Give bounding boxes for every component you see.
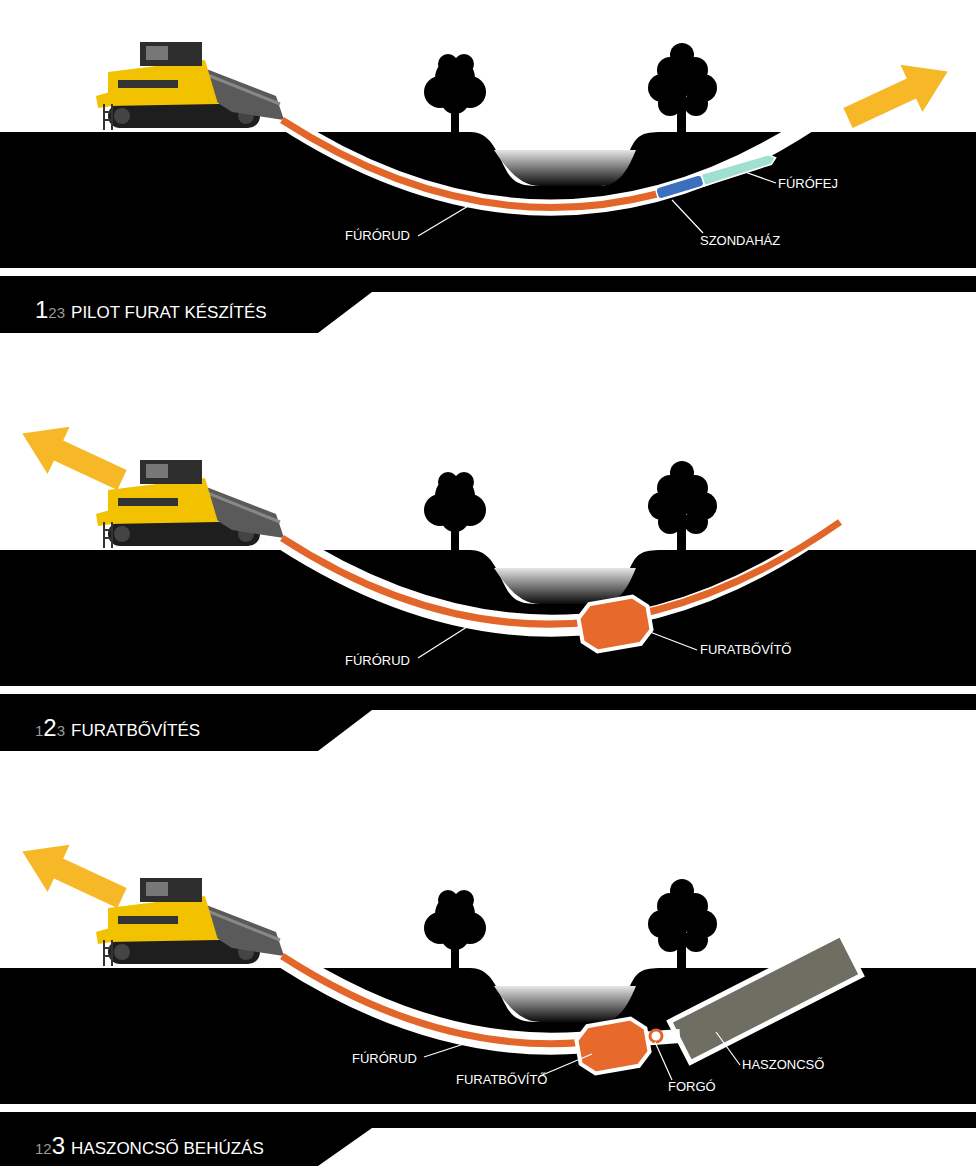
step-number: 1	[35, 296, 48, 324]
band-text-row: 123 PILOT FURAT KÉSZÍTÉS	[35, 296, 267, 324]
part-label: FÚRÓRUD	[345, 229, 410, 242]
drill-rod	[282, 522, 840, 624]
step-number: 2	[43, 714, 56, 742]
band-text-row: 123 HASZONCSŐ BEHÚZÁS	[35, 1132, 264, 1160]
reamed-channel	[282, 956, 613, 1044]
step-band: 123 HASZONCSŐ BEHÚZÁS	[0, 1112, 976, 1166]
direction-arrow	[11, 410, 133, 504]
direction-arrow	[11, 828, 133, 922]
part-label: FÚRÓRUD	[345, 654, 410, 667]
ground-scene	[0, 878, 976, 1104]
step-number: 3	[57, 722, 65, 739]
step-number: 23	[48, 304, 65, 321]
drill-rod	[282, 120, 657, 208]
step-number: 12	[35, 1140, 52, 1157]
bore-channel	[282, 110, 830, 208]
ground-scene	[0, 460, 976, 686]
ground-scene	[0, 42, 976, 268]
leader-lines	[418, 172, 776, 236]
part-label: FORGÓ	[668, 1080, 716, 1093]
reamer	[576, 594, 653, 653]
part-label: FÚRÓRUD	[352, 1052, 417, 1065]
part-label: FURATBŐVÍTŐ	[456, 1073, 547, 1086]
panel-reaming	[0, 410, 976, 686]
product-pipe	[670, 934, 862, 1062]
drill-head-assembly	[655, 152, 777, 200]
step-title: FURATBŐVÍTÉS	[71, 721, 200, 741]
step-title: HASZONCSŐ BEHÚZÁS	[71, 1139, 264, 1159]
drill-rod	[282, 956, 613, 1044]
part-label: SZONDAHÁZ	[700, 234, 780, 247]
panel-pullback	[0, 828, 976, 1104]
leader-lines	[418, 625, 697, 658]
step-number: 1	[35, 722, 43, 739]
band-text-row: 123 FURATBŐVÍTÉS	[35, 714, 200, 742]
step-band: 123 PILOT FURAT KÉSZÍTÉS	[0, 276, 976, 333]
step-band: 123 FURATBŐVÍTÉS	[0, 694, 976, 751]
part-label: HASZONCSŐ	[742, 1058, 824, 1071]
part-label: FÚRÓFEJ	[778, 177, 838, 190]
reamer	[574, 1016, 651, 1075]
step-number: 3	[52, 1132, 65, 1160]
direction-arrow	[837, 48, 959, 142]
part-label: FURATBŐVÍTŐ	[700, 643, 791, 656]
step-title: PILOT FURAT KÉSZÍTÉS	[71, 303, 267, 323]
swivel	[650, 1030, 662, 1042]
panel-pilot	[0, 42, 976, 268]
